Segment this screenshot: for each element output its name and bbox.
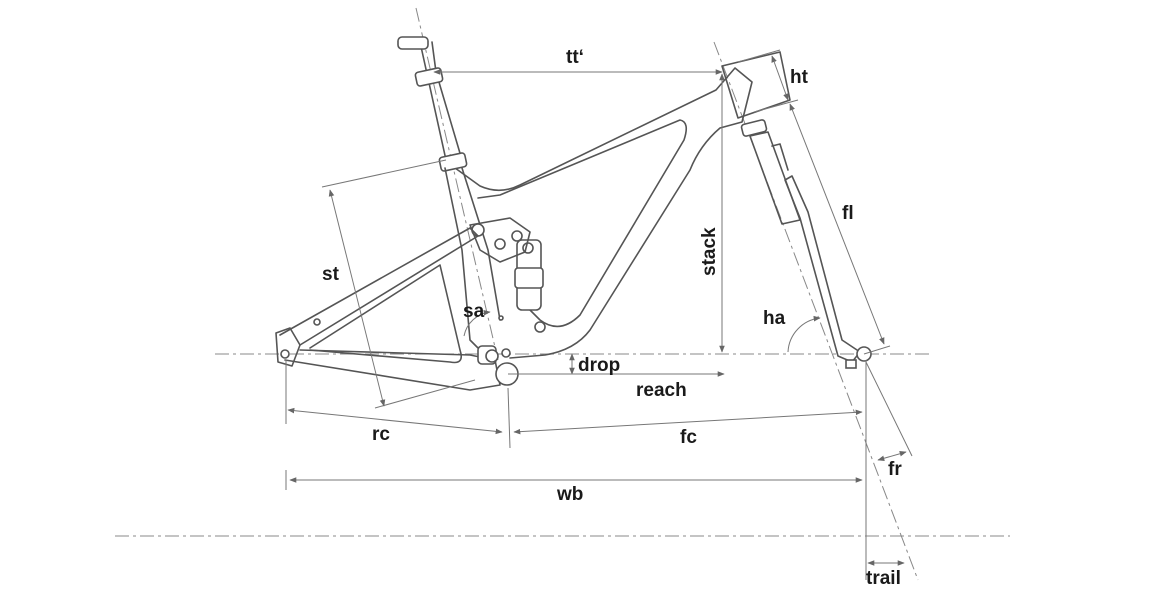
seat-tube-axis-line (415, 7, 499, 361)
fc-label: fc (680, 427, 697, 448)
stack-label: stack (699, 227, 720, 276)
sa-label: sa (463, 301, 485, 322)
drop-label: drop (578, 355, 620, 376)
fl-label: fl (842, 203, 854, 224)
tt-label: tt‘ (566, 47, 584, 68)
steering-axis-line (713, 41, 919, 581)
bike-frame (275, 36, 872, 391)
wb-label: wb (556, 484, 583, 505)
reach-label: reach (636, 380, 687, 401)
rc-label: rc (372, 424, 390, 445)
st-label: st (322, 264, 340, 285)
ha-label: ha (763, 308, 786, 329)
dimension-lines (285, 49, 913, 580)
fr-label: fr (888, 459, 902, 480)
trail-label: trail (866, 568, 901, 589)
ht-label: ht (790, 67, 809, 88)
